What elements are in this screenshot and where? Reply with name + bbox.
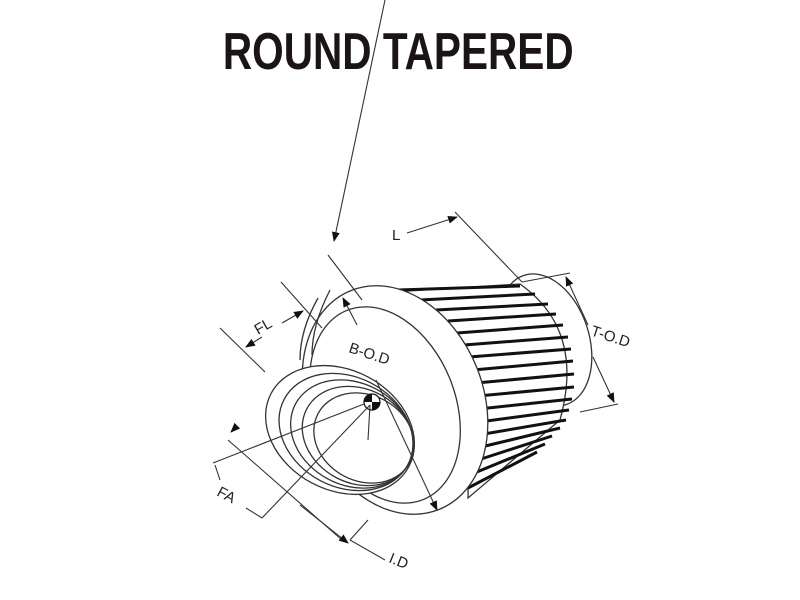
pleats bbox=[397, 284, 575, 490]
dimension-lines bbox=[212, 0, 619, 561]
diagram-title: ROUND TAPERED bbox=[222, 23, 574, 81]
label-inner-diameter: I.D bbox=[387, 550, 411, 573]
label-flange-length: FL bbox=[252, 315, 276, 338]
label-flange-angle: FA bbox=[214, 484, 238, 508]
label-top-outer-diameter: T-O.D bbox=[589, 323, 632, 352]
center-mark bbox=[363, 393, 381, 411]
label-length: L bbox=[392, 227, 400, 244]
